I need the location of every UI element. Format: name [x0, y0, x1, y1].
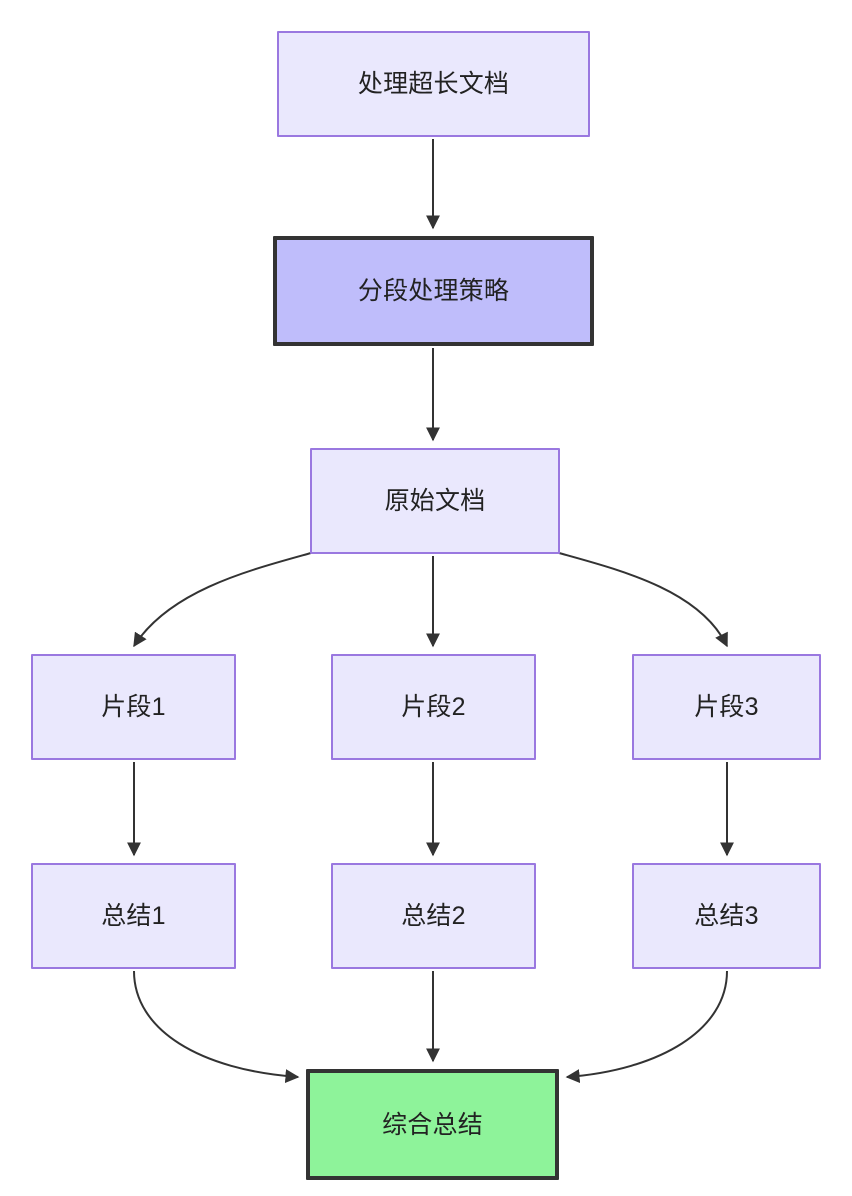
edge-n9-n10	[565, 970, 728, 1084]
node-label: 片段1	[101, 693, 166, 721]
edge-n3-n4	[133, 552, 312, 648]
node-summary-2[interactable]: 总结2	[331, 863, 536, 969]
node-chunking-strategy[interactable]: 分段处理策略	[273, 236, 594, 346]
node-fragment-2[interactable]: 片段2	[331, 654, 536, 760]
node-label: 处理超长文档	[357, 70, 510, 98]
node-label: 分段处理策略	[357, 277, 510, 305]
node-summary-3[interactable]: 总结3	[632, 863, 821, 969]
node-label: 总结3	[694, 902, 759, 930]
node-label: 片段2	[401, 693, 466, 721]
edge-n7-n10	[133, 970, 300, 1084]
edge-n3-n6	[558, 552, 728, 648]
node-fragment-1[interactable]: 片段1	[31, 654, 236, 760]
node-fragment-3[interactable]: 片段3	[632, 654, 821, 760]
node-original-document[interactable]: 原始文档	[310, 448, 560, 554]
node-label: 原始文档	[384, 487, 486, 515]
node-label: 综合总结	[382, 1110, 483, 1139]
node-label: 片段3	[694, 693, 759, 721]
node-process-long-document[interactable]: 处理超长文档	[277, 31, 590, 137]
node-final-summary[interactable]: 综合总结	[306, 1069, 559, 1180]
node-label: 总结2	[401, 902, 466, 930]
node-summary-1[interactable]: 总结1	[31, 863, 236, 969]
node-label: 总结1	[101, 902, 166, 930]
